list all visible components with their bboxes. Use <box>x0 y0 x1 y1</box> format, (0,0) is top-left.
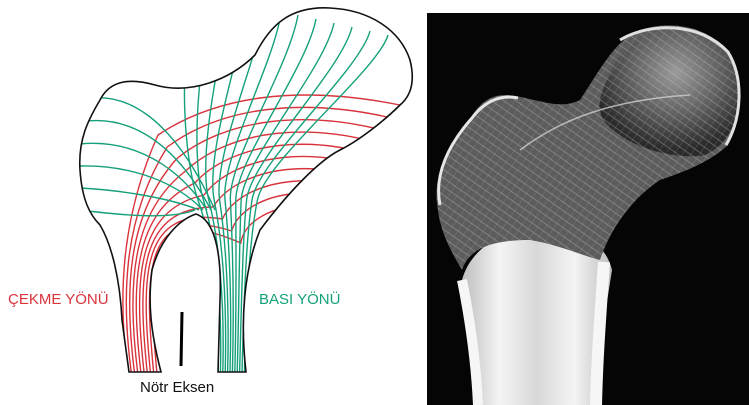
compression-line <box>240 27 352 372</box>
tension-line <box>140 156 400 372</box>
tension-label: ÇEKME YÖNÜ <box>8 290 109 308</box>
tension-line <box>149 193 400 372</box>
femur-diagram: ÇEKME YÖNÜ BASI YÖNÜ Nötr Eksen <box>8 8 412 396</box>
tension-line <box>123 95 400 372</box>
compression-line <box>206 31 226 372</box>
compression-line <box>244 35 388 372</box>
tension-line <box>133 132 400 372</box>
compression-label: BASI YÖNÜ <box>259 290 340 308</box>
tension-trajectories <box>123 95 400 372</box>
tension-line <box>146 181 400 372</box>
tension-line <box>130 120 400 372</box>
neutral-axis-label: Nötr Eksen <box>140 379 214 396</box>
femur-radiograph <box>427 13 749 405</box>
neutral-axis-line <box>181 312 182 366</box>
tension-line <box>153 205 400 372</box>
